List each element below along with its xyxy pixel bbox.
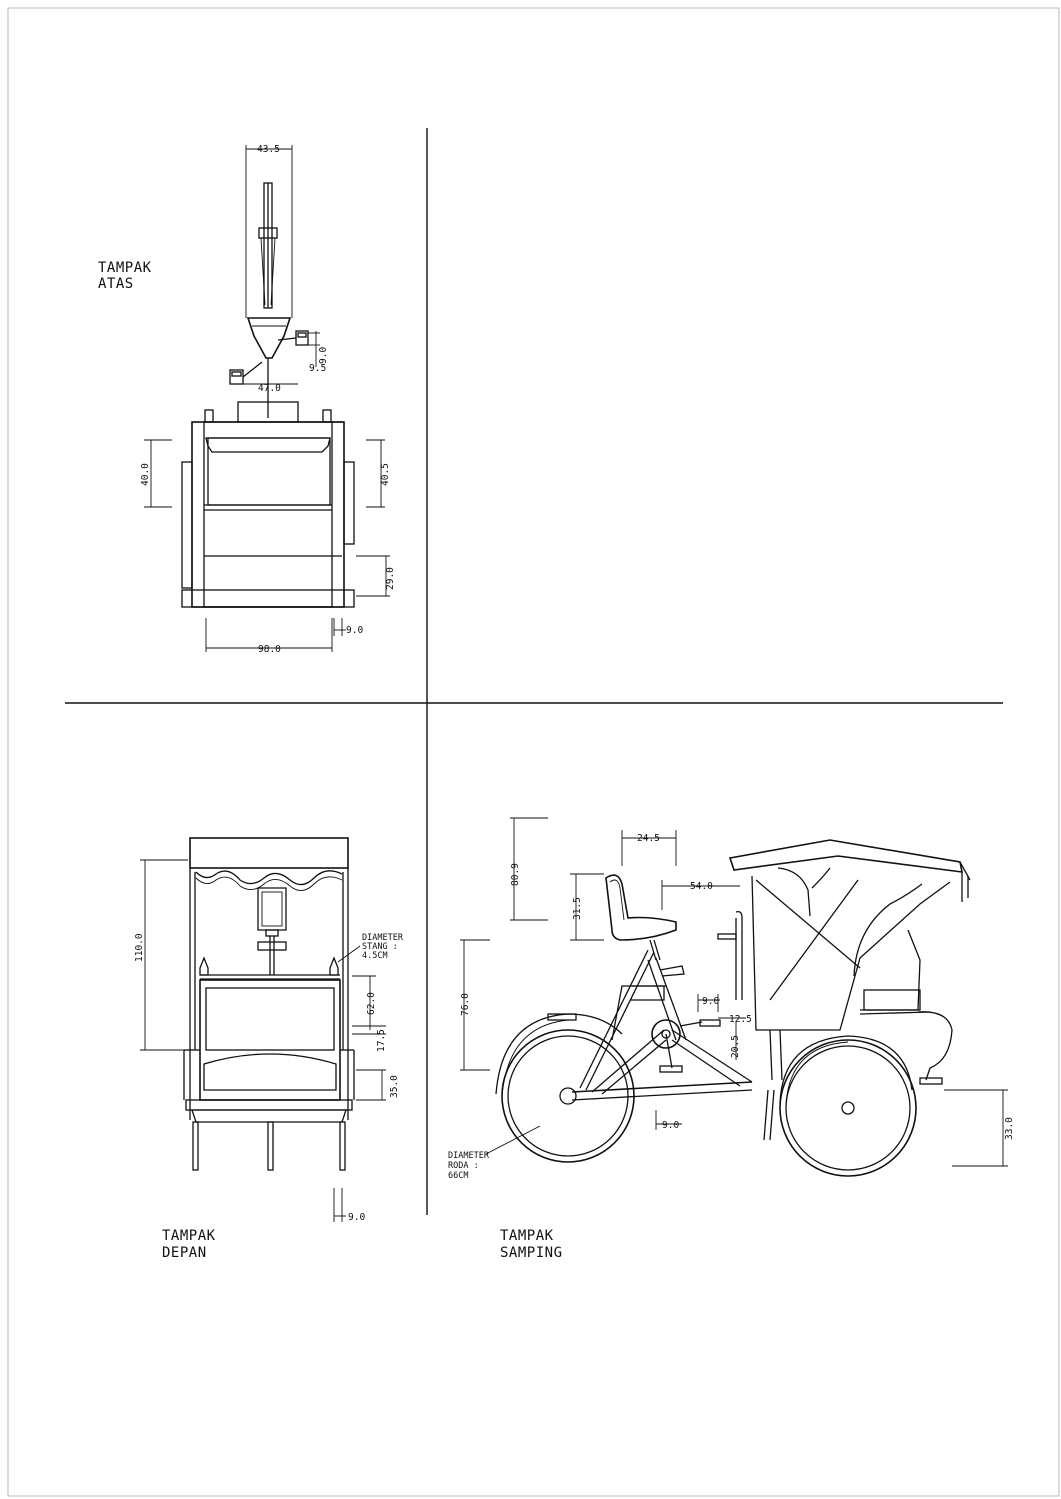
note-wheel-diameter-line1: DIAMETER: [448, 1151, 490, 1161]
dim-seat-offset: 17.5: [376, 1029, 387, 1052]
dim-pedal-b: 9.5: [309, 363, 326, 374]
note-handle-diameter-line1: DIAMETER: [362, 933, 404, 943]
dim-rider-height: 80.9: [510, 863, 521, 886]
top-view-title-line2: ATAS: [98, 276, 134, 292]
side-view-title-line2: SAMPING: [500, 1245, 563, 1261]
dim-pedal-offset: 9.0: [662, 1120, 679, 1131]
top-view: TAMPAK ATAS 43.5 9.0 9.5 47.0: [98, 144, 396, 655]
sheet-border: [7, 7, 1060, 1497]
dim-body-width: 98.0: [258, 644, 281, 655]
dim-seat-back: 31.5: [572, 897, 583, 920]
note-handle-diameter-line3: 4.5CM: [362, 951, 388, 961]
side-view-title-line1: TAMPAK: [500, 1228, 554, 1244]
dim-lower-height: 35.0: [389, 1075, 400, 1098]
dim-crank-height: 20.5: [730, 1035, 741, 1058]
dim-handle-width: 43.5: [257, 144, 280, 155]
dim-seat-depth-left: 40.0: [140, 463, 151, 486]
front-view-title-line1: TAMPAK: [162, 1228, 216, 1244]
dim-seat-width: 47.0: [258, 383, 281, 394]
dim-wheel-axle-height: 33.0: [1004, 1117, 1015, 1140]
dim-seat-to-cab: 54.0: [690, 881, 713, 892]
note-wheel-diameter-line2: RODA :: [448, 1161, 479, 1171]
dim-total-height: 110.0: [134, 933, 145, 962]
note-wheel-diameter-line3: 66CM: [448, 1171, 468, 1181]
dim-seat-height: 62.0: [366, 992, 377, 1015]
dim-crank: 12.5: [729, 1014, 752, 1025]
top-view-title-line1: TAMPAK: [98, 260, 152, 276]
dim-frame-height: 76.0: [460, 993, 471, 1016]
dim-pedal-a: 9.0: [318, 347, 329, 364]
front-view-title-line2: DEPAN: [162, 1245, 207, 1261]
dim-pedal-gap: 9.0: [702, 996, 719, 1007]
dim-footrest-depth: 29.0: [385, 567, 396, 590]
side-view: TAMPAK SAMPING 80.9 24.5 31.5 54.0 76.0: [448, 817, 1015, 1261]
dim-side-offset: 9.0: [346, 625, 363, 636]
front-view: TAMPAK DEPAN: [134, 837, 404, 1261]
dim-seat-depth-right: 40.5: [380, 463, 391, 486]
dim-bottom-offset: 9.0: [348, 1212, 365, 1223]
note-handle-diameter-line2: STANG :: [362, 942, 398, 952]
dim-seat-length: 24.5: [637, 833, 660, 844]
